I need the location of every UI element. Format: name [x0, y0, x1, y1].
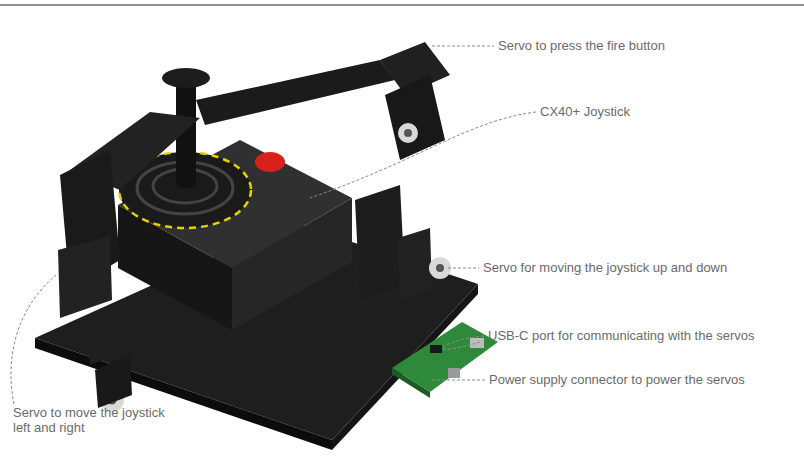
stick-top	[162, 68, 210, 88]
wheel-hub	[404, 129, 412, 137]
servo	[398, 228, 432, 300]
leader-line	[432, 46, 494, 47]
wheel-hub	[436, 264, 444, 272]
servo	[58, 236, 112, 318]
fire-button	[255, 152, 285, 172]
servo-body	[85, 312, 145, 365]
callout-label: CX40+ Joystick	[540, 104, 630, 119]
bracket	[355, 185, 405, 300]
leader-line	[310, 112, 536, 198]
leader-line	[11, 275, 56, 404]
wheel	[429, 257, 451, 279]
top-rule	[0, 5, 804, 6]
leader-line	[432, 380, 485, 381]
callout-label: Servo to move the joystick left and righ…	[13, 405, 185, 435]
callout-label: Servo to press the fire button	[498, 38, 665, 53]
leader-line	[448, 268, 479, 269]
chip	[430, 345, 442, 353]
wheel	[398, 123, 418, 143]
leader-lines	[11, 46, 536, 404]
callout-label: Servo for moving the joystick up and dow…	[483, 260, 727, 275]
callout-label: USB-C port for communicating with the se…	[488, 328, 755, 343]
usb-c-port	[470, 338, 484, 348]
power-connector	[448, 368, 460, 378]
callout-label: Power supply connector to power the serv…	[489, 372, 745, 387]
pcb-edge	[392, 368, 430, 398]
servo-shaft	[95, 355, 132, 408]
servo-bracket	[385, 75, 445, 160]
leader-line	[442, 336, 484, 349]
servo-arm	[196, 60, 395, 125]
